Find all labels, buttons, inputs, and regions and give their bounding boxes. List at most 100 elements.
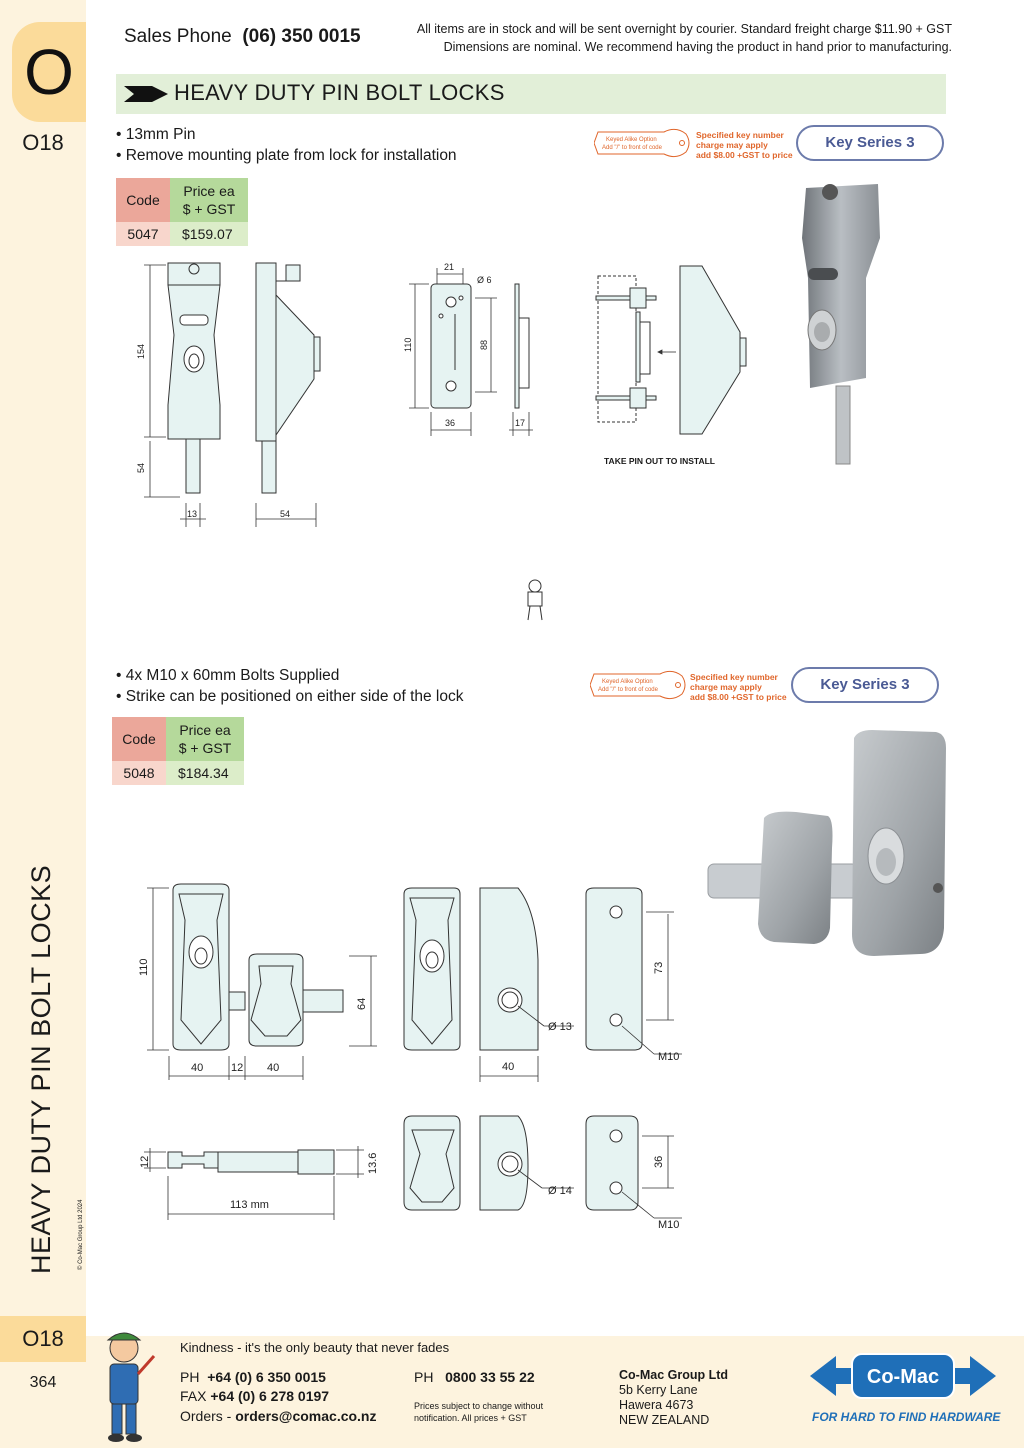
- key-alike-line1: Keyed Alike Option: [602, 679, 653, 685]
- sales-phone: Sales Phone (06) 350 0015: [124, 26, 361, 48]
- orders-email[interactable]: orders@comac.co.nz: [235, 1408, 377, 1424]
- key-note-line1: Specified key number: [690, 672, 778, 682]
- dim-54-height: 54: [136, 463, 146, 473]
- mascot-icon: [106, 1332, 156, 1442]
- header-note-line1: All items are in stock and will be sent …: [416, 22, 952, 36]
- sales-phone-number: (06) 350 0015: [242, 26, 361, 47]
- key-note-line3: add $8.00 +GST to price: [690, 692, 787, 702]
- footer-orders: Orders - orders@comac.co.nz: [180, 1408, 377, 1424]
- footer-phone: PH +64 (0) 6 350 0015: [180, 1369, 326, 1385]
- copyright-text: © Co-Mac Group Ltd 2024: [78, 1199, 84, 1270]
- pin-drawing: 12 13.6 113 mm: [139, 1146, 379, 1220]
- product-code: 5048: [112, 761, 166, 785]
- key-alike-line2: Add "/" to front of code: [602, 145, 663, 151]
- product2-bullet-2: • Strike can be positioned on either sid…: [116, 688, 464, 705]
- dim-110-plate: 110: [403, 338, 413, 352]
- product-price: $184.34: [166, 761, 244, 785]
- product-code: 5047: [116, 222, 170, 246]
- mascot-icon: [527, 579, 543, 621]
- phone-number: +64 (0) 6 350 0015: [207, 1369, 326, 1385]
- dim-m10-a: M10: [658, 1051, 679, 1063]
- lock-5048-front-drawing: 110 64 40 12 40: [138, 883, 377, 1080]
- phone-label: PH: [180, 1369, 200, 1385]
- address-line2: Hawera 4673: [619, 1398, 694, 1412]
- dim-40-a: 40: [191, 1062, 203, 1074]
- title-bar: [116, 74, 946, 114]
- dim-154: 154: [136, 344, 146, 359]
- title-arrow-icon: [124, 86, 168, 102]
- key-series-badge: Key Series 3: [796, 125, 944, 161]
- key-note-line1: Specified key number: [696, 130, 784, 140]
- product-price: $159.07: [170, 222, 248, 246]
- footer-slogan: Kindness - it's the only beauty that nev…: [180, 1340, 450, 1355]
- dim-110: 110: [138, 958, 150, 976]
- dim-17: 17: [515, 418, 525, 428]
- dim-m10-b: M10: [658, 1219, 679, 1231]
- page-title: HEAVY DUTY PIN BOLT LOCKS: [174, 80, 505, 105]
- page-number: 364: [29, 1374, 57, 1391]
- dim-12-pin: 12: [139, 1156, 151, 1168]
- product1-bullet-1: • 13mm Pin: [116, 126, 196, 143]
- price-header-line2: $ + GST: [178, 740, 232, 756]
- price-header: Price ea $ + GST: [166, 717, 244, 761]
- address-line1: 5b Kerry Lane: [619, 1383, 698, 1397]
- price-table-5047: Code Price ea $ + GST 5047 $159.07: [116, 178, 248, 246]
- price-header-line1: Price ea: [183, 183, 235, 199]
- logo-text: Co-Mac: [867, 1366, 939, 1388]
- price-header-line1: Price ea: [179, 722, 231, 738]
- fax-number: +64 (0) 6 278 0197: [210, 1388, 330, 1404]
- prices-note-line1: Prices subject to change without: [414, 1401, 544, 1411]
- installation-drawing: [595, 265, 747, 435]
- price-header-line2: $ + GST: [182, 201, 236, 217]
- sales-phone-label: Sales Phone: [124, 26, 232, 47]
- install-note: TAKE PIN OUT TO INSTALL: [604, 456, 715, 466]
- section-code-bottom: O18: [0, 1316, 86, 1362]
- address-line3: NEW ZEALAND: [619, 1413, 710, 1427]
- dim-36: 36: [445, 418, 455, 428]
- dim-dia13: Ø 13: [548, 1021, 572, 1033]
- dim-73: 73: [653, 962, 665, 974]
- prices-note-line2: notification. All prices + GST: [414, 1413, 527, 1423]
- dim-113mm: 113 mm: [230, 1199, 269, 1211]
- key-note-line2: charge may apply: [690, 682, 762, 692]
- logo-tagline: FOR HARD TO FIND HARDWARE: [812, 1410, 1001, 1424]
- dim-54-width: 54: [280, 509, 290, 519]
- dim-13: 13: [187, 509, 197, 519]
- dim-40-b: 40: [267, 1062, 279, 1074]
- key-outline-icon: Keyed Alike Option Add "/" to front of c…: [590, 670, 686, 700]
- company-name: Co-Mac Group Ltd: [619, 1368, 729, 1382]
- lock-5047-photo: [802, 184, 880, 465]
- product2-bullet-1: • 4x M10 x 60mm Bolts Supplied: [116, 667, 340, 684]
- dim-64: 64: [356, 998, 368, 1010]
- key-note: Specified key number charge may apply ad…: [690, 672, 800, 702]
- lock-5048-side-drawing: Ø 13 40 73 M10: [403, 887, 682, 1082]
- price-table-5048: Code Price ea $ + GST 5048 $184.34: [112, 717, 244, 785]
- header-note: All items are in stock and will be sent …: [380, 20, 952, 56]
- key-note-line2: charge may apply: [696, 140, 768, 150]
- comac-logo: Co-Mac: [810, 1353, 996, 1399]
- dim-21: 21: [444, 262, 454, 272]
- product1-bullet-2: • Remove mounting plate from lock for in…: [116, 147, 457, 164]
- left-sidebar: [0, 0, 86, 1448]
- dim-12: 12: [231, 1062, 243, 1074]
- dim-13-6: 13.6: [367, 1153, 379, 1174]
- key-outline-icon: Keyed Alike Option Add "/" to front of c…: [594, 128, 690, 158]
- lock-5048-bottom-drawing: Ø 14 36 M10: [403, 1115, 682, 1231]
- freephone-label: PH: [414, 1369, 434, 1385]
- orders-label: Orders -: [180, 1408, 232, 1424]
- section-code-top: O18: [22, 130, 64, 155]
- fax-label: FAX: [180, 1388, 207, 1404]
- key-series-badge: Key Series 3: [791, 667, 939, 703]
- prices-note: Prices subject to change without notific…: [414, 1400, 543, 1424]
- dim-40-c: 40: [502, 1061, 514, 1073]
- key-note-line3: add $8.00 +GST to price: [696, 150, 793, 160]
- lock-5047-front-side-drawing: 154 54 13 54: [136, 262, 321, 527]
- code-header: Code: [112, 717, 166, 761]
- price-header: Price ea $ + GST: [170, 178, 248, 222]
- section-letter-tab: O: [12, 22, 86, 122]
- dim-88: 88: [479, 340, 489, 350]
- mounting-plate-drawing: 21 Ø 6 110 88 36 17: [403, 262, 533, 436]
- footer-fax: FAX +64 (0) 6 278 0197: [180, 1388, 329, 1404]
- lock-5048-photo: [707, 730, 946, 956]
- dim-dia6: Ø 6: [477, 275, 492, 285]
